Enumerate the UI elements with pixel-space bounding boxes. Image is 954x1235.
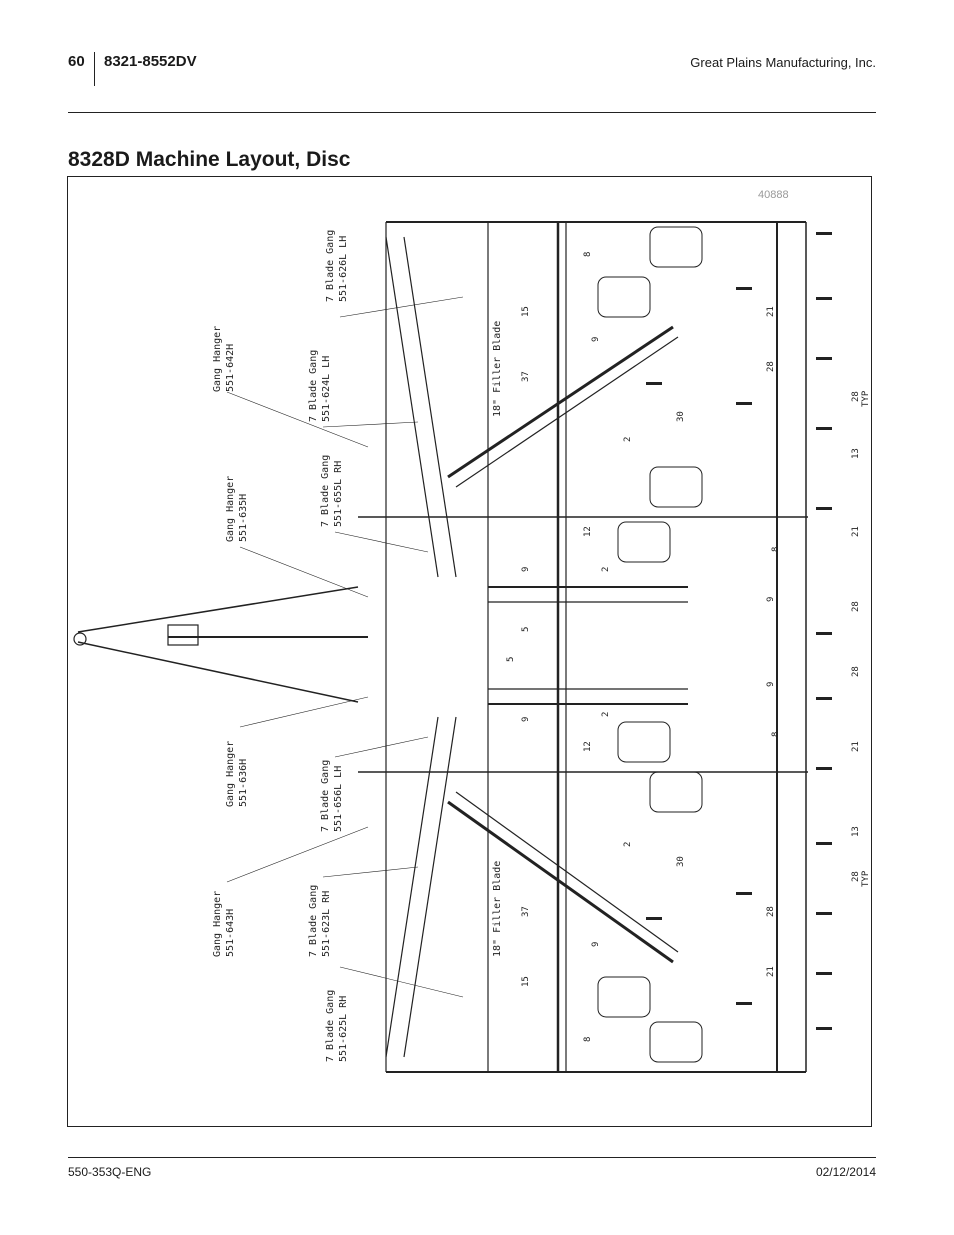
footer-rule	[68, 1157, 876, 1158]
dim-9-mid-top: 9	[521, 567, 531, 572]
callout-4-line1: 7 Blade Gang	[320, 455, 331, 527]
shanks	[646, 232, 832, 1030]
dim-21-b: 21	[851, 526, 861, 537]
company-name: Great Plains Manufacturing, Inc.	[690, 55, 876, 70]
leader-lines	[226, 296, 464, 998]
callout-3-line2: 551-624L LH	[321, 356, 332, 422]
dim-5-a: 5	[521, 627, 531, 632]
dim-2-bottom: 2	[623, 842, 633, 847]
dim-28-typ-bottom: 28	[851, 871, 861, 882]
dim-9-mid-bottom: 9	[521, 717, 531, 722]
figure-frame	[67, 176, 872, 1127]
callout-6-line2: 551-636H	[238, 759, 249, 807]
dim-28-b: 28	[851, 601, 861, 612]
callout-1-line1: 7 Blade Gang	[325, 230, 336, 302]
callout-6-line1: Gang Hanger	[225, 741, 236, 807]
dim-28-d: 28	[766, 906, 776, 917]
callout-2-line1: Gang Hanger	[212, 326, 223, 392]
dim-30-bottom: 30	[676, 856, 686, 867]
dim-9-right-b: 9	[766, 682, 776, 687]
dim-9-right-a: 9	[766, 597, 776, 602]
dim-12-bottom: 12	[583, 741, 593, 752]
callout-9-line2: 551-643H	[225, 909, 236, 957]
callout-3-line1: 7 Blade Gang	[308, 350, 319, 422]
callout-7-line1: 7 Blade Gang	[320, 760, 331, 832]
dim-2-top: 2	[623, 437, 633, 442]
doc-date: 02/12/2014	[815, 1165, 876, 1179]
callout-9-line1: Gang Hanger	[212, 891, 223, 957]
callout-8-line1: 7 Blade Gang	[308, 885, 319, 957]
model-number: 8321-8552DV	[104, 53, 197, 70]
header-rule	[68, 112, 876, 113]
page-number: 60	[68, 53, 85, 70]
dim-9-top: 9	[591, 337, 601, 342]
dim-8-right-a: 8	[771, 547, 781, 552]
callout-10-line1: 7 Blade Gang	[325, 990, 336, 1062]
header-divider	[94, 52, 95, 86]
dim-30-top: 30	[676, 411, 686, 422]
callout-7-line2: 551-656L LH	[333, 766, 344, 832]
dim-8-right-b: 8	[771, 732, 781, 737]
callout-2-line2: 551-642H	[225, 344, 236, 392]
dim-2-mid-bottom: 2	[601, 712, 611, 717]
dim-typ-top: TYP	[861, 390, 871, 407]
dim-21-c: 21	[851, 741, 861, 752]
dim-8-top: 8	[583, 252, 593, 257]
callout-10-line2: 551-625L RH	[338, 996, 349, 1062]
dimension-labels: 8 15 37 9 2 30 28 21 28 TYP 13 21 28 28 …	[506, 252, 871, 1042]
callout-5-line2: 551-635H	[238, 494, 249, 542]
wheels	[597, 226, 703, 1063]
dim-28-typ-top: 28	[851, 391, 861, 402]
dim-37-bottom: 37	[521, 906, 531, 917]
dim-9-bottom: 9	[591, 942, 601, 947]
filler-blade-label-top: 18" Filler Blade	[492, 321, 503, 417]
dim-37-top: 37	[521, 371, 531, 382]
figure-number: 40888	[758, 189, 789, 201]
dim-12-top: 12	[583, 526, 593, 537]
dim-typ-bottom: TYP	[861, 870, 871, 887]
page-title: 8328D Machine Layout, Disc	[68, 148, 351, 171]
callout-4-line2: 551-655L RH	[333, 461, 344, 527]
doc-number: 550-353Q-ENG	[68, 1165, 152, 1179]
dim-15-bottom: 15	[521, 976, 531, 987]
dim-2-mid-top: 2	[601, 567, 611, 572]
dim-5-b: 5	[506, 657, 516, 662]
dim-15-top: 15	[521, 306, 531, 317]
dim-28-a: 28	[766, 361, 776, 372]
machine-structure	[73, 221, 808, 1073]
dim-21-d: 21	[766, 966, 776, 977]
callout-8-line2: 551-623L RH	[321, 891, 332, 957]
dim-8-bottom: 8	[583, 1037, 593, 1042]
dim-21-a: 21	[766, 306, 776, 317]
callout-1-line2: 551-626L LH	[338, 236, 349, 302]
callout-5-line1: Gang Hanger	[225, 476, 236, 542]
dim-28-c: 28	[851, 666, 861, 677]
filler-blade-label-bottom: 18" Filler Blade	[492, 861, 503, 957]
dim-13-top: 13	[851, 448, 861, 459]
dim-13-bottom: 13	[851, 826, 861, 837]
